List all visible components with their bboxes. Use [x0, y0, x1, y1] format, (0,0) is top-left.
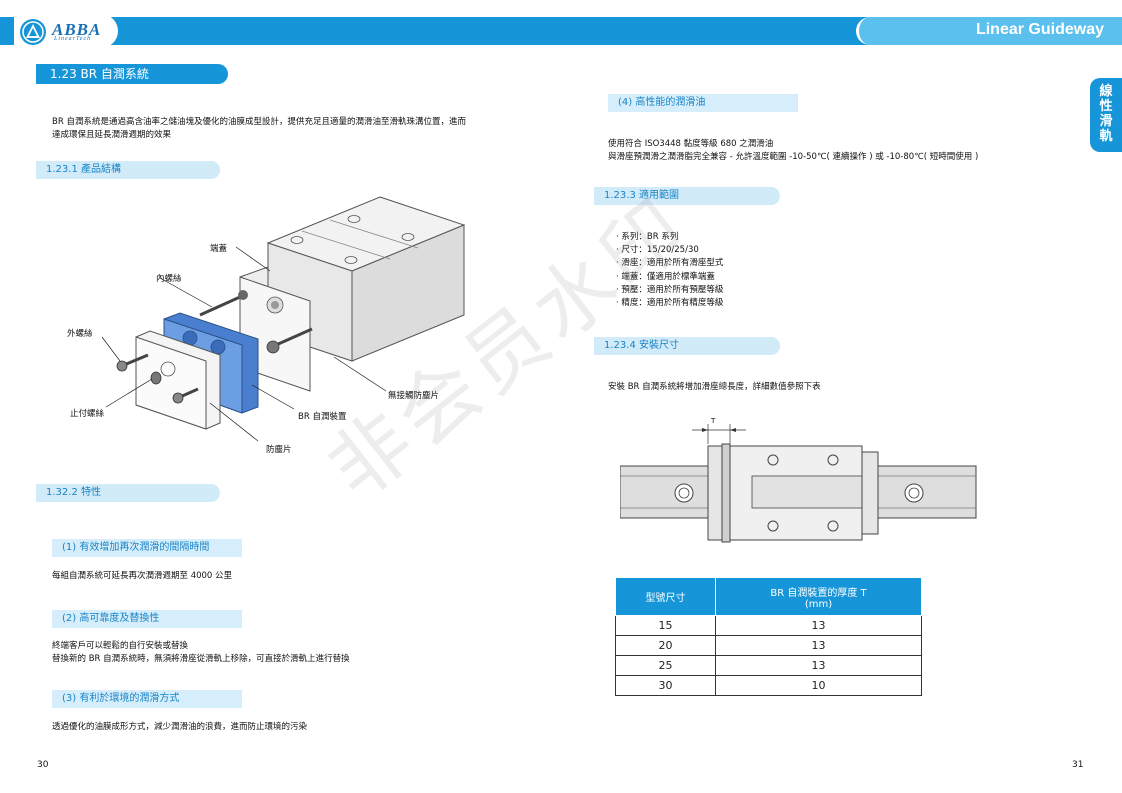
logo-text: ABBA [52, 20, 102, 39]
list-item: 精度：適用於所有精度等級 [616, 297, 723, 310]
side-tab[interactable]: 線性滑軌 [1090, 78, 1122, 152]
feature-2-line-2: 替換新的 BR 自潤系統時，無須將滑座從滑軌上移除，可直接於滑軌上進行替換 [52, 654, 350, 664]
list-item: 尺寸：15/20/25/30 [616, 244, 723, 257]
label-contactless-plate: 無接觸防塵片 [388, 391, 440, 401]
section-title: 1.23 BR 自潤系統 [36, 64, 235, 84]
screw-stop [150, 371, 199, 404]
subsection-product-structure: 1.23.1 產品結構 [36, 161, 220, 179]
label-dust-plate: 防塵片 [266, 445, 292, 455]
table-cell: 30 [615, 675, 716, 696]
feature-4-line-1: 使用符合 ISO3448 黏度等級 680 之潤滑油 [608, 139, 774, 149]
feature-4-text: 使用符合 ISO3448 黏度等級 680 之潤滑油 與滑座預潤滑之潤滑脂完全兼… [608, 138, 1078, 164]
exploded-diagram [101, 196, 466, 442]
feature-3-text: 透過優化的油膜成形方式，減少潤滑油的浪費，進而防止環境的污染 [52, 722, 308, 732]
label-inner-screw: 內螺絲 [156, 274, 182, 284]
dimension-label-t: T [711, 417, 716, 425]
page-number-left: 30 [37, 760, 49, 770]
logo-icon [20, 19, 46, 45]
header-title: Linear Guideway [975, 21, 1104, 38]
table-cell: 13 [715, 655, 922, 676]
scope-list: 系列：BR 系列 尺寸：15/20/25/30 滑座：適用於所有滑座型式 端蓋：… [616, 231, 723, 310]
table-header-thickness: BR 自潤裝置的厚度 T (mm) [715, 577, 922, 616]
intro-line-1: BR 自潤系統是通過高含油率之儲油塊及優化的油膜成型設計，提供充足且適量的潤滑油… [52, 117, 466, 127]
label-outer-screw: 外螺絲 [67, 329, 93, 339]
table-header-size: 型號尺寸 [615, 577, 716, 616]
feature-1-title: (1) 有效增加再次潤滑的間隔時間 [52, 539, 242, 557]
dust-plate [135, 330, 221, 430]
feature-4-line-2: 與滑座預潤滑之潤滑脂完全兼容 - 允許溫度範圍 -10-50℃( 連續操作 ) … [608, 152, 979, 162]
logo-subtext: LinearTech [54, 36, 92, 42]
table-header-thickness-line-2: (mm) [804, 598, 833, 610]
feature-2-line-1: 終端客戶可以輕鬆的自行安裝或替換 [52, 641, 189, 651]
intro-text: BR 自潤系統是通過高含油率之儲油塊及優化的油膜成型設計，提供充足且適量的潤滑油… [52, 116, 552, 142]
feature-3-title: (3) 有利於環境的潤滑方式 [52, 690, 242, 708]
screw-bolt-right [266, 327, 313, 354]
list-item: 系列：BR 系列 [616, 231, 723, 244]
subsection-install-dimensions: 1.23.4 安裝尺寸 [594, 337, 780, 355]
table-header-thickness-line-1: BR 自潤裝置的厚度 T [770, 587, 867, 599]
table-cell: 15 [615, 615, 716, 636]
screw-inner [199, 290, 248, 317]
table-cell: 13 [715, 635, 922, 656]
list-item: 預壓：適用於所有預壓等級 [616, 284, 723, 297]
page-number-right: 31 [1072, 760, 1084, 770]
table-cell: 13 [715, 615, 922, 636]
screw-outer [116, 353, 149, 372]
header-title-pill [856, 17, 1122, 45]
label-end-cap: 端蓋 [210, 244, 228, 254]
feature-2-title: (2) 高可靠度及替換性 [52, 610, 242, 628]
feature-4-title: (4) 高性能的潤滑油 [608, 94, 798, 112]
feature-2-text: 終端客戶可以輕鬆的自行安裝或替換 替換新的 BR 自潤系統時，無須將滑座從滑軌上… [52, 640, 512, 666]
table-cell: 25 [615, 655, 716, 676]
label-stop-screw: 止付螺絲 [70, 409, 105, 419]
subsection-features: 1.32.2 特性 [36, 484, 220, 502]
list-item: 端蓋：僅適用於標準端蓋 [616, 271, 723, 284]
label-br-device: BR 自潤裝置 [298, 412, 347, 422]
table-cell: 20 [615, 635, 716, 656]
subsection-scope: 1.23.3 適用範圍 [594, 187, 780, 205]
feature-1-text: 每組自潤系統可延長再次潤滑週期至 4000 公里 [52, 571, 233, 581]
list-item: 滑座：適用於所有滑座型式 [616, 257, 723, 270]
installation-drawing [620, 424, 977, 543]
intro-line-2: 達成環保且延長潤滑週期的效果 [52, 130, 172, 140]
table-cell: 10 [715, 675, 922, 696]
side-tab-label: 線性滑軌 [1099, 84, 1113, 144]
install-text: 安裝 BR 自潤系統將增加滑座總長度，詳細數值參照下表 [608, 382, 821, 392]
